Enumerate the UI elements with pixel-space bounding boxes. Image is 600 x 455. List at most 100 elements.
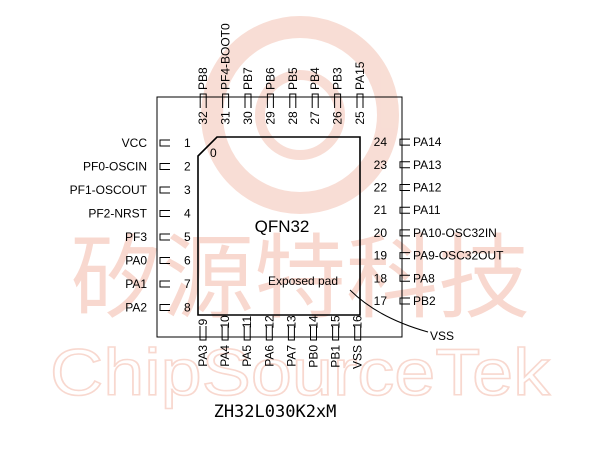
pin-number: 21 — [374, 203, 388, 217]
pin-pad — [399, 184, 410, 191]
pin-name: PB8 — [196, 67, 210, 90]
pin-pad — [311, 93, 319, 108]
pin-number: 29 — [263, 111, 277, 125]
pin-name: PA4 — [218, 345, 232, 367]
pin-number: 24 — [374, 135, 388, 149]
pin-number: 9 — [196, 318, 210, 325]
pin-pad — [354, 326, 362, 341]
pin-pad — [159, 163, 170, 170]
pin-name: VCC — [122, 136, 148, 150]
pin-name: VSS — [351, 345, 365, 369]
pin-number: 10 — [218, 315, 232, 329]
pin-number: 27 — [308, 111, 322, 125]
pin-name: PB7 — [241, 67, 255, 90]
pin-number: 8 — [184, 301, 191, 315]
pin-number: 1 — [184, 136, 191, 150]
pin-number: 7 — [184, 277, 191, 291]
pin-number: 16 — [351, 315, 365, 329]
vss-label: VSS — [430, 329, 454, 343]
pin-pad — [399, 229, 410, 237]
pin-name: PB6 — [263, 67, 277, 90]
pin-pad — [159, 210, 170, 217]
pin-name: PF3 — [125, 230, 147, 244]
pin-name: PA13 — [413, 158, 442, 172]
pin-name: PA9-OSC32OUT — [413, 249, 504, 263]
pin-name: PA1 — [125, 277, 147, 291]
pin-pad — [266, 93, 274, 108]
pin-number: 5 — [184, 230, 191, 244]
pin-pad — [334, 93, 342, 108]
pin-name: PB3 — [331, 67, 345, 90]
pin-pad — [221, 326, 229, 341]
pin-pad — [287, 326, 295, 341]
pin-number: 4 — [184, 207, 191, 221]
pin-pad — [399, 161, 410, 169]
pin-pad — [159, 233, 170, 241]
pin-name: PA10-OSC32IN — [413, 226, 497, 240]
pin-number: 14 — [307, 315, 321, 329]
pin-number: 17 — [374, 294, 388, 308]
pin-pad — [199, 93, 207, 108]
pin-number: 3 — [184, 183, 191, 197]
pin-pad — [399, 206, 410, 214]
pin-pad — [399, 138, 410, 146]
pins-top-side: 25PA1526PB327PB428PB529PB630PB731PF4-BOO… — [196, 23, 367, 125]
pin-number: 32 — [196, 111, 210, 125]
pin-number: 19 — [374, 249, 388, 263]
pin-name: PA15 — [353, 61, 367, 90]
pin-pad — [399, 297, 410, 305]
pin-number: 12 — [262, 315, 276, 329]
pins-left-side: 1VCC2PF0-OSCIN3PF1-OSCOUT4PF2-NRST5PF36P… — [70, 136, 191, 315]
watermark: 矽源特科技 ChipSourceTek — [49, 16, 552, 410]
pin-number: 23 — [374, 158, 388, 172]
exposed-pad-label: Exposed pad — [268, 274, 338, 288]
pin-pad — [159, 186, 170, 194]
watermark-logo-inner — [255, 70, 345, 160]
vss-connection-line — [349, 289, 429, 333]
pin-number: 28 — [286, 111, 300, 125]
pin-pad — [243, 326, 251, 341]
exposed-pad — [197, 136, 361, 316]
pin-number: 2 — [184, 160, 191, 174]
pin-pad — [265, 326, 273, 341]
pin-name: PB2 — [413, 294, 436, 308]
watermark-en-text: ChipSourceTek — [50, 335, 551, 409]
pin-name: PA14 — [413, 135, 442, 149]
pin-pad — [159, 257, 170, 264]
pin-pad — [244, 93, 252, 108]
pin-number: 6 — [184, 254, 191, 268]
pin-name: PF0-OSCIN — [83, 160, 147, 174]
pin-name: PA2 — [125, 301, 147, 315]
pin-pad — [289, 93, 297, 108]
watermark-cn-text: 矽源特科技 — [70, 228, 530, 330]
pin-name: PF2-NRST — [88, 207, 147, 221]
pin-pad — [199, 326, 207, 341]
pin-name: PA3 — [196, 345, 210, 367]
pin-number: 13 — [284, 315, 298, 329]
pin1-index-mark: 0 — [210, 146, 217, 160]
pin-name: PB4 — [308, 67, 322, 90]
pin-pad — [332, 326, 340, 341]
pin-number: 11 — [240, 315, 254, 328]
package-outline — [156, 96, 403, 338]
pin-name: PA7 — [284, 345, 298, 367]
pin-pad — [399, 252, 410, 260]
pin-number: 15 — [329, 315, 343, 329]
pin-name: PB0 — [307, 345, 321, 368]
pin-name: PF1-OSCOUT — [70, 183, 148, 197]
pin-name: PA5 — [240, 345, 254, 367]
pin-number: 26 — [331, 111, 345, 125]
pin-name: PB5 — [286, 67, 300, 90]
pin-name: PA0 — [125, 254, 147, 268]
part-number: ZH32L030K2xM — [214, 402, 337, 422]
pin-pad — [399, 274, 410, 282]
package-name: QFN32 — [255, 217, 310, 236]
pin-name: PA8 — [413, 271, 435, 285]
pin-pad — [310, 326, 317, 341]
pin-name: PA12 — [413, 181, 442, 195]
pin-number: 25 — [353, 111, 367, 125]
pin-number: 18 — [374, 271, 388, 285]
